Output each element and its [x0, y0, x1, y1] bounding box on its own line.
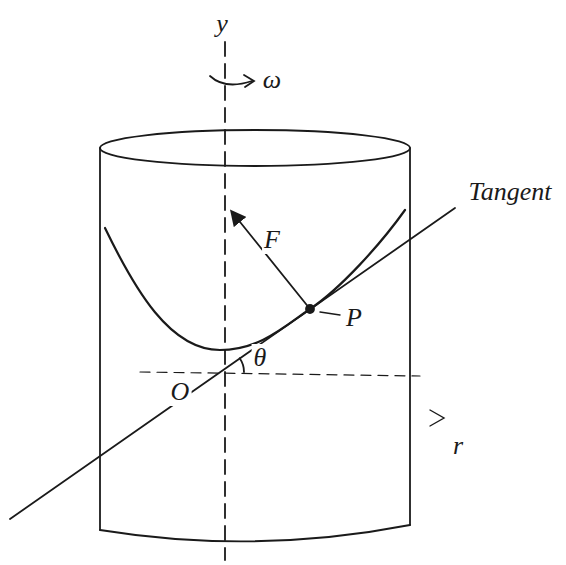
radius-mark [430, 410, 444, 426]
angle-arc [240, 358, 244, 372]
leader-line [320, 312, 340, 315]
figure-label: r [451, 432, 465, 460]
cylinder-bottom [100, 525, 410, 541]
tangent-line [10, 208, 455, 519]
figure-label: ω [261, 66, 283, 94]
figure-label: O [169, 378, 192, 406]
cylinder-top [100, 130, 410, 166]
figure-label: θ [252, 344, 269, 372]
rotation-axis [224, 42, 226, 560]
force-arrow [232, 212, 310, 309]
figure-label: y [214, 10, 230, 38]
rotation-arrow [210, 76, 252, 85]
cylinder-wall [409, 148, 411, 525]
cylinder-wall [99, 148, 101, 530]
figure-label: F [262, 226, 282, 254]
figure-label: Tangent [467, 178, 554, 206]
figure-label: P [344, 304, 364, 332]
point-p [306, 305, 314, 313]
horizontal-line [140, 372, 420, 376]
paraboloid-surface [105, 210, 405, 350]
rotation-arrowhead [244, 75, 254, 87]
